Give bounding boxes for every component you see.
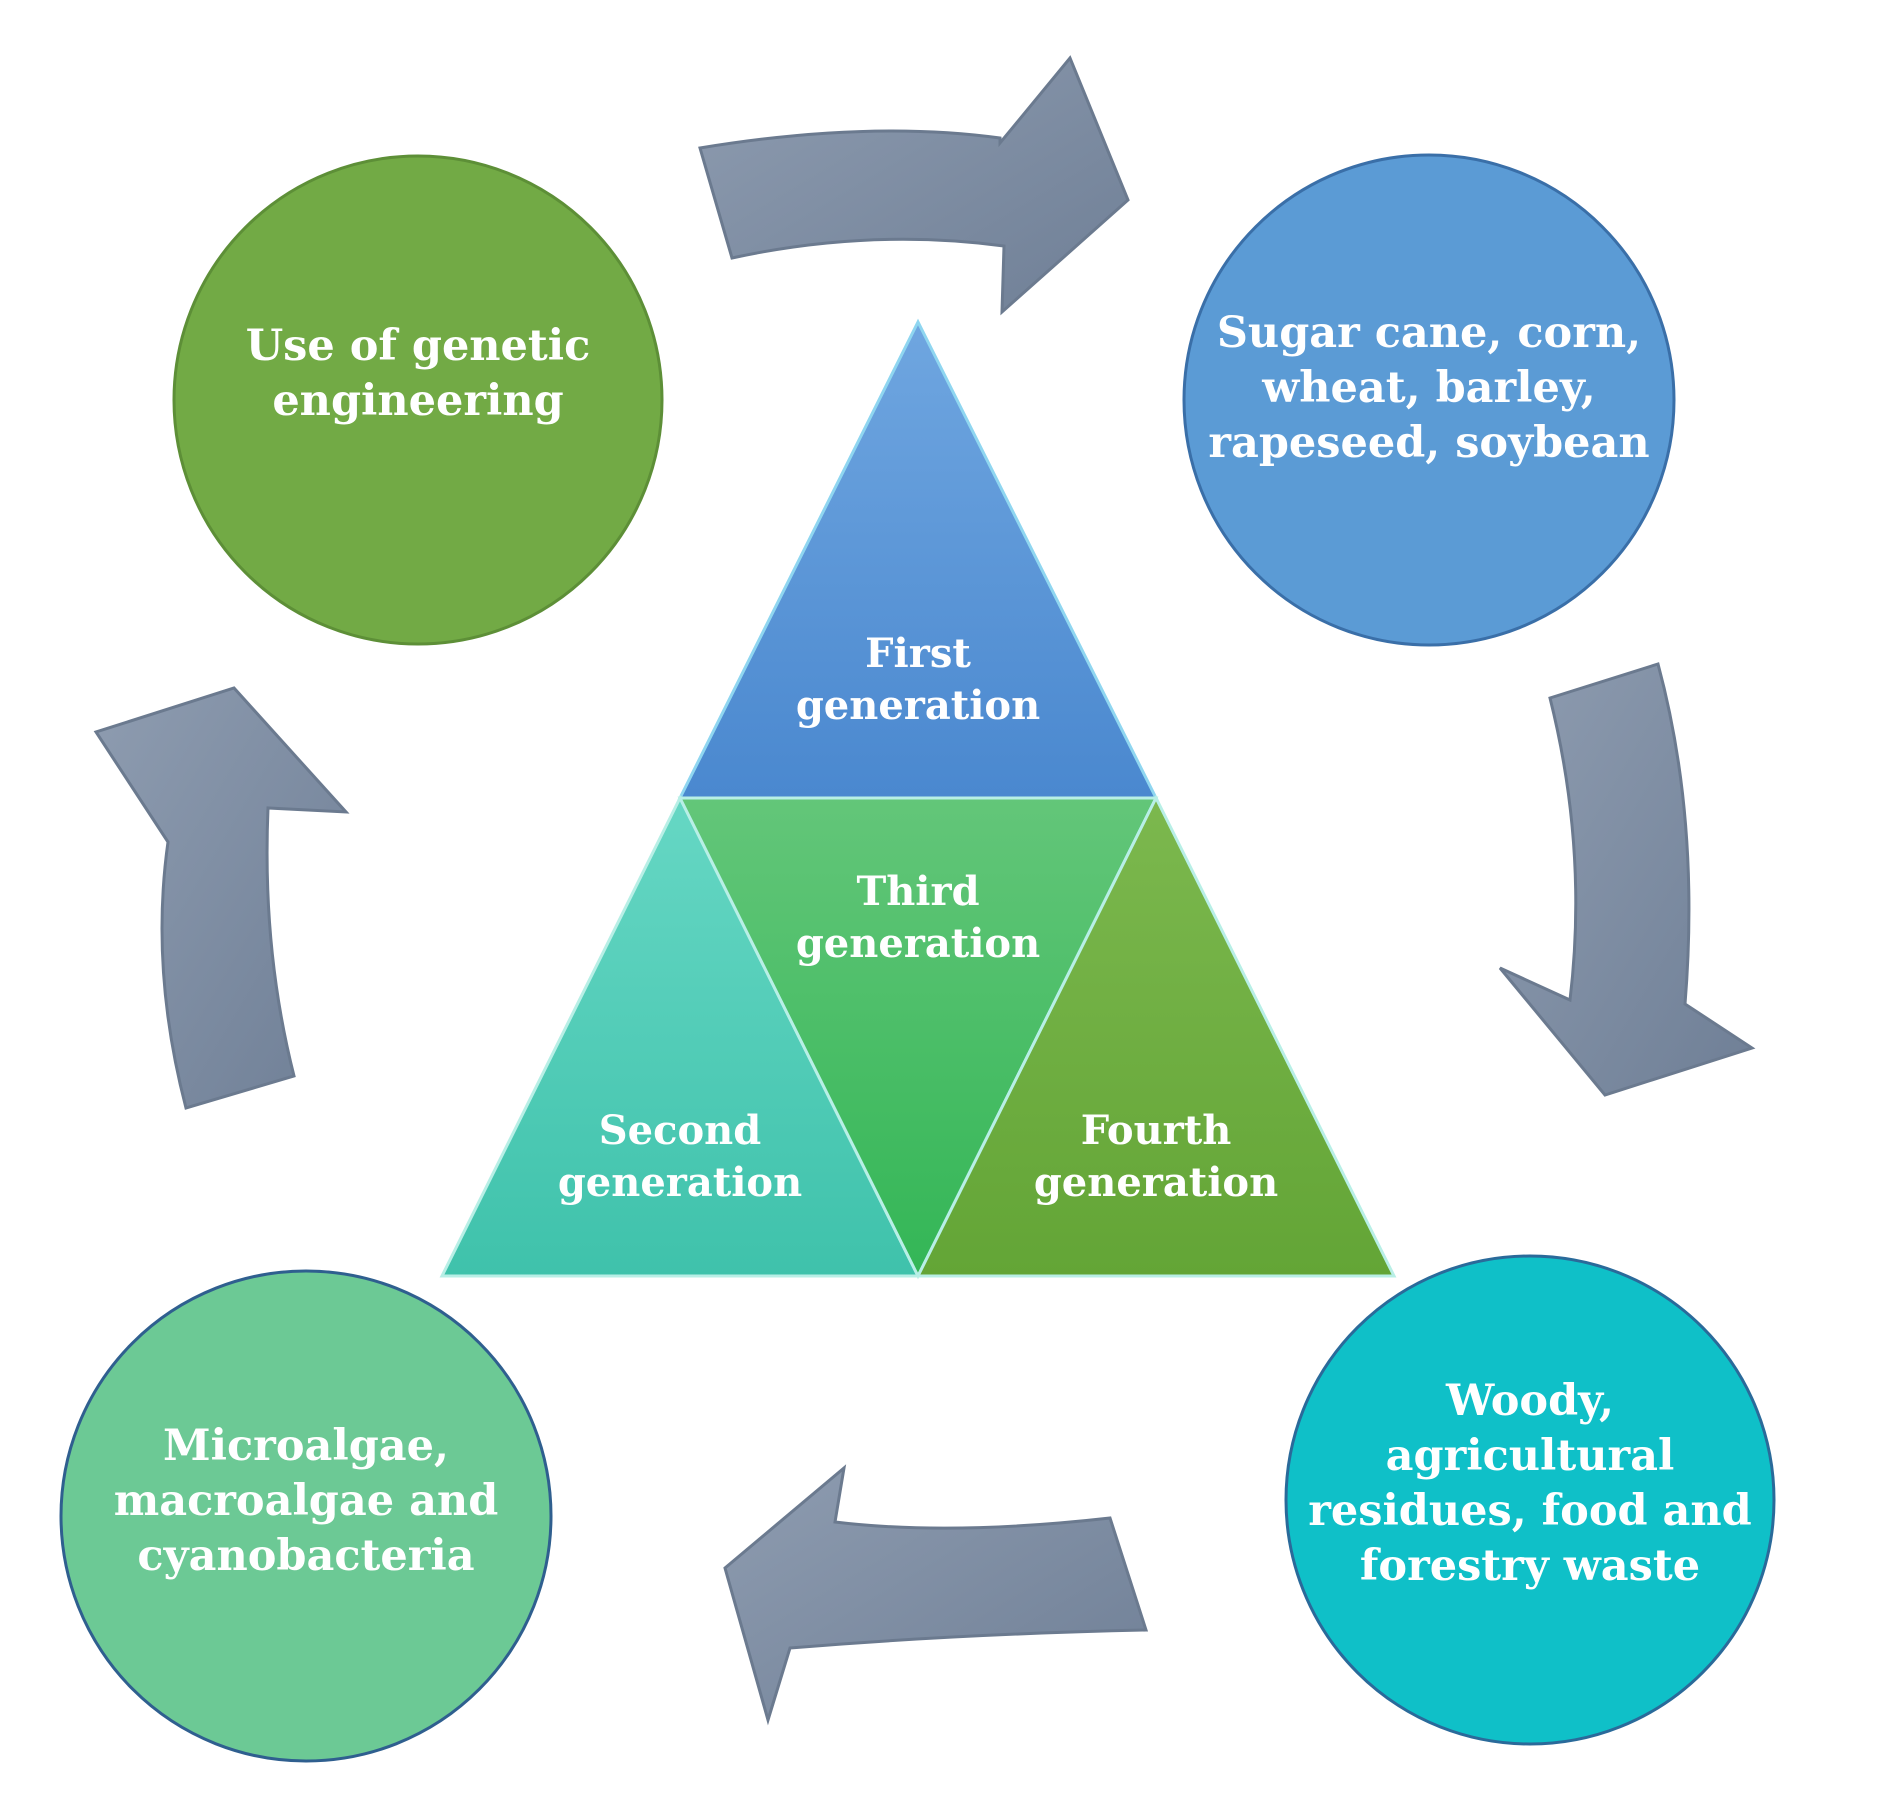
pyramid-fourth-generation — [915, 794, 1397, 1278]
fourth-generation-label: Fourth — [1081, 1107, 1232, 1154]
first-generation-label: generation — [796, 682, 1040, 729]
circle-label-line: Use of genetic — [246, 321, 591, 371]
circle-label-line: wheat, barley, — [1261, 363, 1595, 413]
circle-label-line: Sugar cane, corn, — [1217, 308, 1641, 358]
circle-label-line: Woody, — [1445, 1376, 1614, 1426]
circle-label-line: forestry waste — [1360, 1541, 1700, 1591]
third-generation-label: Third — [856, 868, 979, 915]
circle-label-line: macroalgae and — [114, 1476, 499, 1526]
cycle-arrows — [93, 55, 1756, 1726]
second-generation-label: Second — [599, 1107, 761, 1154]
arrow-right-icon — [698, 55, 1130, 316]
circle-label-line: residues, food and — [1308, 1486, 1751, 1536]
third-generation-label: generation — [796, 920, 1040, 967]
circle-food-crops: Sugar cane, corn, wheat, barley, rapesee… — [1182, 153, 1676, 647]
circle-label-line: cyanobacteria — [137, 1531, 474, 1581]
fourth-generation-label: generation — [1034, 1159, 1278, 1206]
first-generation-label: First — [865, 630, 971, 677]
circle-label-line: engineering — [272, 376, 563, 426]
arrow-up-icon — [93, 686, 350, 1110]
arrow-left-icon — [723, 1464, 1149, 1726]
circle-waste-residues: Woody, agricultural residues, food and f… — [1284, 1254, 1776, 1746]
circle-algae: Microalgae, macroalgae and cyanobacteria — [59, 1269, 553, 1763]
circle-genetic-engineering: Use of genetic engineering — [172, 154, 664, 646]
generation-pyramid: First generation Third generation Second… — [439, 318, 1397, 1280]
circle-label-line: Microalgae, — [163, 1421, 449, 1471]
circle-label-line: agricultural — [1386, 1431, 1675, 1481]
second-generation-label: generation — [558, 1159, 802, 1206]
arrow-down-icon — [1498, 662, 1756, 1097]
circle-label-line: rapeseed, soybean — [1208, 418, 1649, 468]
